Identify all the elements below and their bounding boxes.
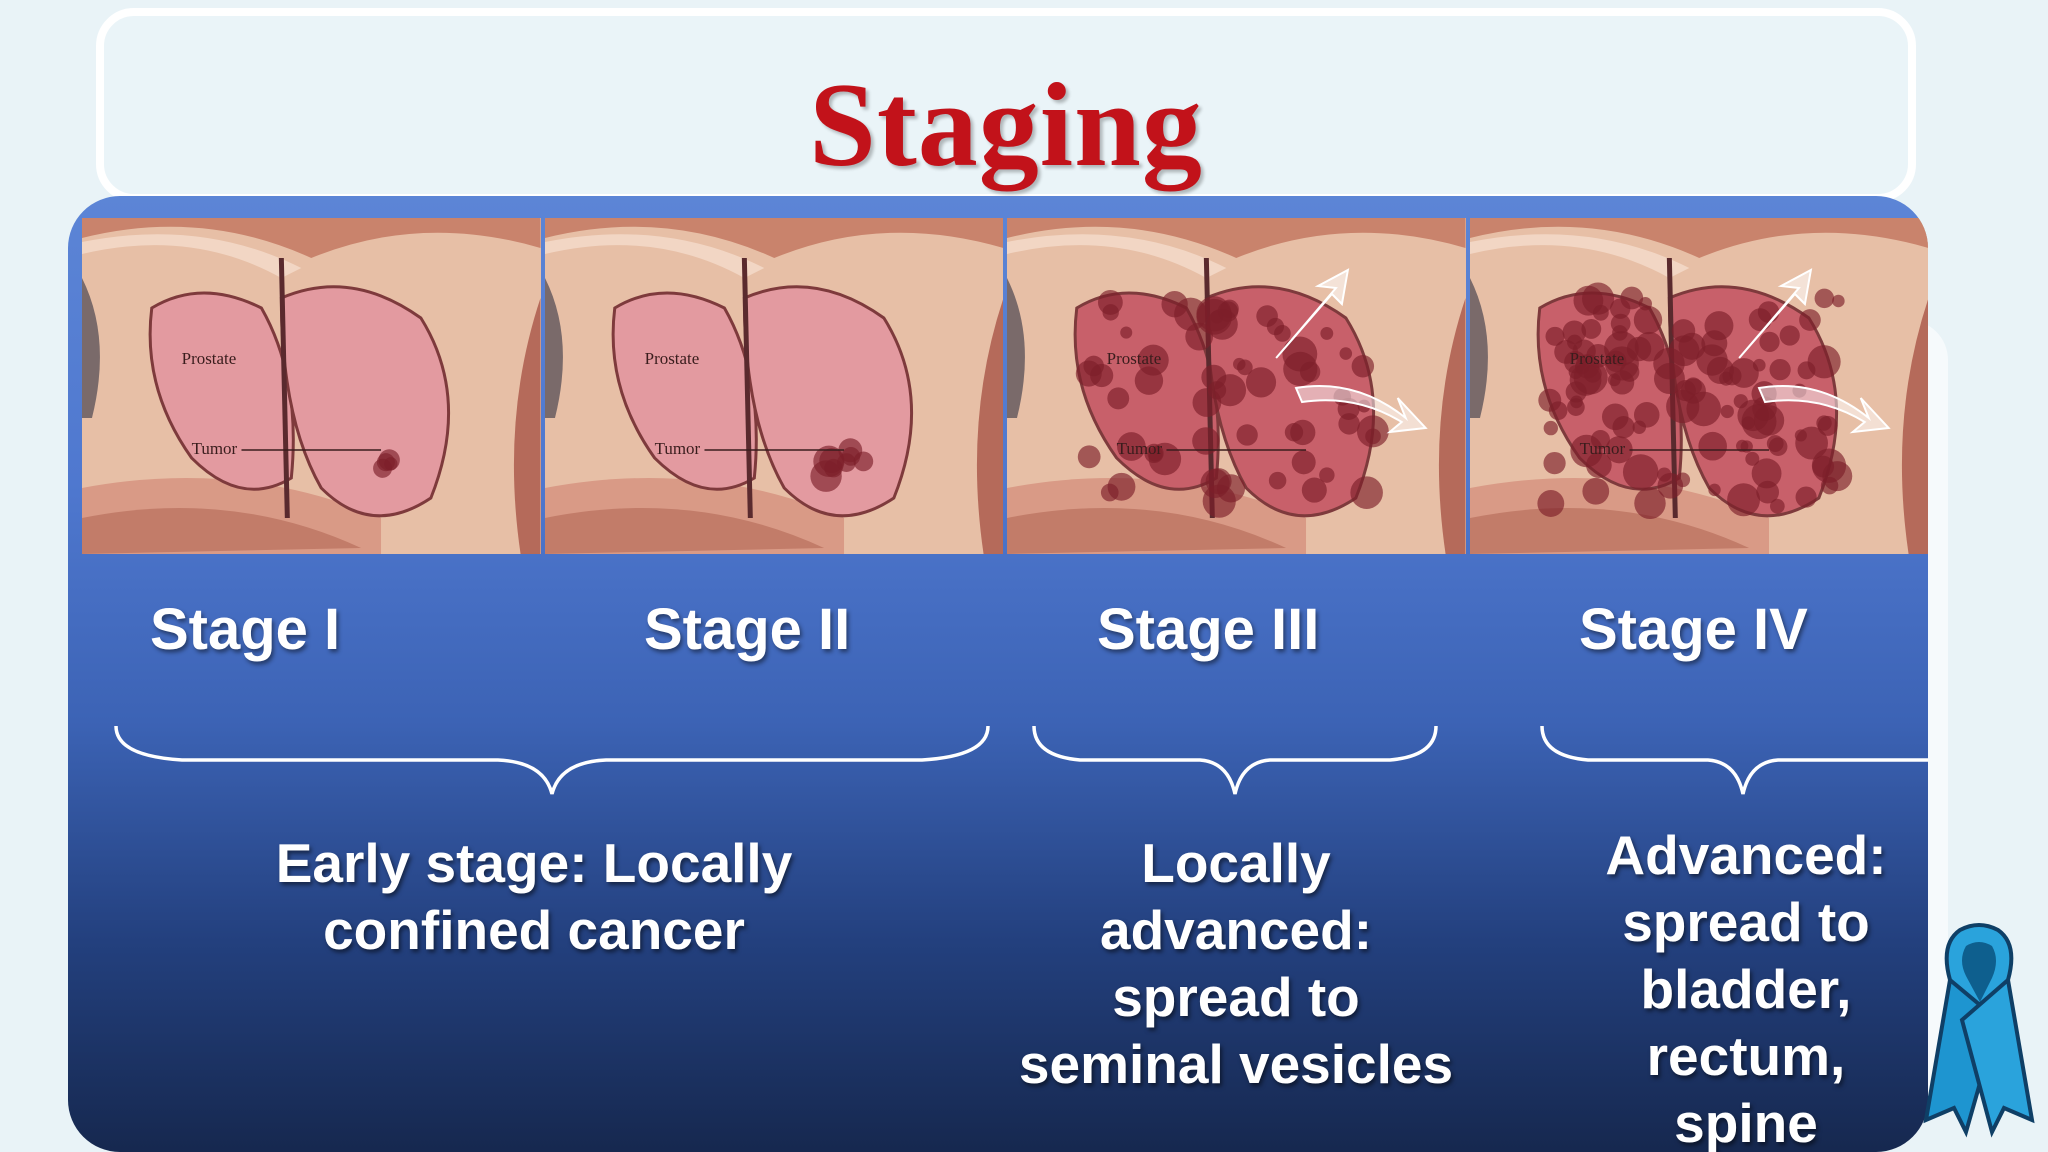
locally-advanced-line: advanced:: [1099, 899, 1373, 961]
stage-4-label: Stage IV: [1579, 597, 1808, 662]
prostate-label: Prostate: [644, 349, 699, 368]
early-stage-description: Early stage: Locally confined cancer: [276, 830, 793, 964]
advanced-description: Advanced: spread to bladder, rectum, spi…: [1605, 822, 1886, 1152]
tumor-label: Tumor: [192, 439, 238, 458]
brace-early: [114, 725, 990, 795]
early-stage-line: Early stage: Locally: [275, 832, 793, 894]
locally-advanced-line: Locally: [1141, 832, 1331, 894]
stage-1-label: Stage I: [150, 597, 341, 662]
stage-2-label: Stage II: [644, 597, 851, 662]
prostate-label: Prostate: [182, 349, 237, 368]
locally-advanced-description: Locally advanced: spread to seminal vesi…: [1019, 830, 1453, 1098]
early-stage-line: confined cancer: [323, 899, 745, 961]
tumor-label: Tumor: [1117, 439, 1163, 458]
locally-advanced-line: seminal vesicles: [1018, 1033, 1454, 1095]
brace-advanced: [1540, 725, 1928, 795]
locally-advanced-line: spread to: [1112, 966, 1360, 1028]
prostate-label: Prostate: [1569, 349, 1624, 368]
tumor-label: Tumor: [1579, 439, 1625, 458]
awareness-ribbon-icon: [1923, 923, 2035, 1138]
advanced-line: rectum,: [1646, 1025, 1846, 1087]
tumor-label: Tumor: [654, 439, 700, 458]
slide-title: Staging: [809, 58, 1203, 191]
advanced-line: bladder,: [1640, 958, 1852, 1020]
brace-locally-advanced: [1032, 725, 1438, 795]
advanced-line: Advanced:: [1605, 824, 1887, 886]
advanced-line: spine: [1674, 1092, 1818, 1152]
advanced-line: spread to: [1622, 891, 1870, 953]
stage-3-label: Stage III: [1097, 597, 1320, 662]
prostate-label: Prostate: [1107, 349, 1162, 368]
title-card: Staging: [96, 8, 1916, 202]
